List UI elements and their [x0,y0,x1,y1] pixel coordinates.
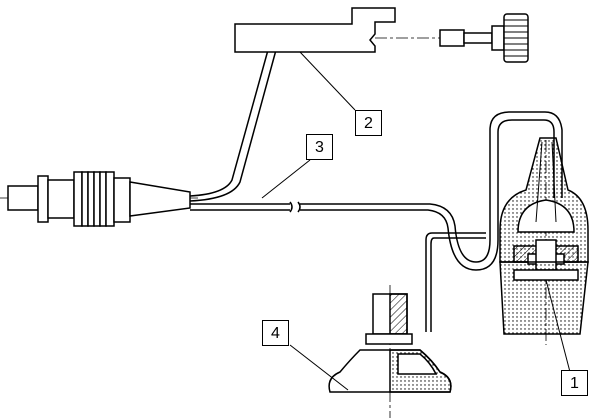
tube-to-base [425,232,486,332]
tube-lower [190,111,563,271]
callout-3: 3 [306,134,333,160]
callout-label-4: 4 [271,325,280,342]
callout-label-3: 3 [315,139,324,156]
callout-label-1: 1 [570,375,579,392]
clamp [234,7,529,63]
tube-upper [189,49,277,202]
base-fitting [328,285,452,418]
connector-plug [0,171,200,227]
transducer-body [499,137,589,345]
callout-2: 2 [355,110,382,136]
callout-4: 4 [262,320,289,346]
callout-label-2: 2 [364,115,373,132]
callout-1: 1 [561,370,588,396]
leader-lines [261,51,571,391]
